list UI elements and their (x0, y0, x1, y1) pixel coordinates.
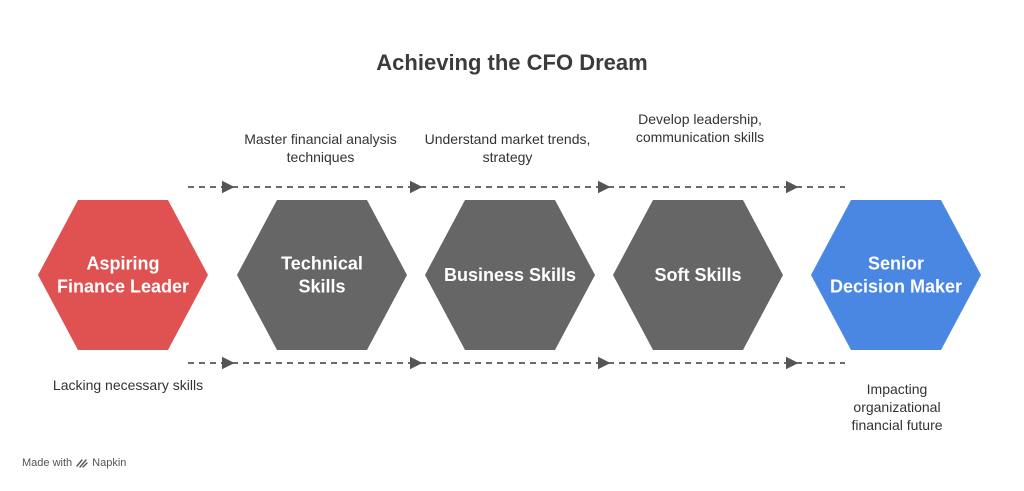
hexagon-label-aspiring-1: Aspiring (86, 254, 159, 274)
note-aspiring: Lacking necessary skills (52, 377, 204, 393)
footer-made-with: Made with (22, 457, 73, 469)
hexagon-soft (613, 200, 783, 350)
note-business: Understand market trends, strategy (424, 131, 591, 165)
note-soft: Develop leadership, communication skills (635, 111, 765, 145)
note-senior: Impacting organizational financial futur… (851, 381, 943, 433)
hexagon-label-technical-1: Technical (281, 254, 363, 274)
napkin-logo-icon (76, 459, 88, 468)
footer-credit: Made with Napkin (22, 457, 126, 469)
hexagon-label-aspiring-2: Finance Leader (57, 277, 189, 297)
diagram-title: Achieving the CFO Dream (376, 50, 648, 75)
hexagon-label-senior-2: Decision Maker (830, 277, 962, 297)
hexagon-technical (237, 200, 407, 350)
hexagon-business (425, 200, 595, 350)
note-technical: Master financial analysis techniques (244, 131, 397, 165)
hexagon-senior (811, 200, 981, 350)
footer-brand: Napkin (92, 457, 127, 469)
hexagon-label-business-1: Business Skills (444, 265, 576, 285)
hexagon-label-technical-2: Skills (298, 277, 345, 297)
hexagon-label-soft-1: Soft Skills (654, 265, 741, 285)
hexagon-aspiring (38, 200, 208, 350)
hexagon-label-senior-1: Senior (868, 254, 924, 274)
